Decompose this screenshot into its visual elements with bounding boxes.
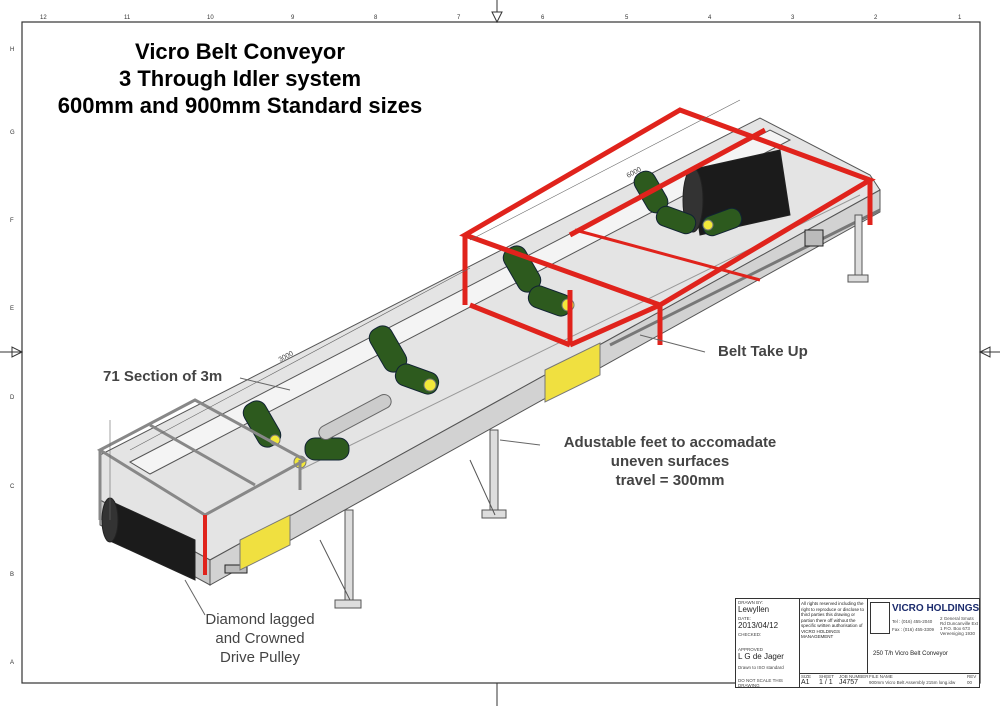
size: A1 — [801, 679, 810, 686]
col-label: 7 — [457, 15, 461, 21]
drawn-by: Lewyllen — [738, 605, 770, 614]
job-number: J4757 — [839, 679, 859, 686]
row-label: D — [10, 395, 15, 401]
col-label: 6 — [541, 15, 545, 21]
title-line-1: Vicro Belt Conveyor — [135, 39, 345, 64]
standard-note: Drawn to ISO standard — [738, 665, 784, 670]
pulley-annotation: Diamond lagged and Crowned Drive Pulley — [200, 610, 320, 667]
col-label: 2 — [874, 15, 878, 21]
feet-line-1: Adustable feet to accomadate — [563, 434, 777, 451]
rights-notice: All rights reserved including the right … — [801, 601, 865, 639]
approved-label: APPROVED — [738, 647, 764, 652]
rev-label: REV — [967, 674, 977, 679]
revision: 00 — [967, 680, 973, 685]
guard-plates — [239, 342, 601, 571]
pulley-line-3: Drive Pulley — [219, 649, 301, 666]
file-name: 900mm Vicro Belt Assembly 215m long.idw — [869, 680, 956, 685]
title-line-2: 3 Through Idler system — [118, 66, 362, 91]
feet-line-3: travel = 300mm — [615, 472, 725, 489]
checked-label: CHECKED: — [738, 632, 762, 637]
row-label: H — [10, 47, 15, 53]
approval-column: DRAWN BY: Lewyllen DATE: 2013/04/12 CHEC… — [736, 599, 800, 688]
drawing-name: 250 T/h Vicro Belt Conveyor — [873, 651, 948, 657]
job-label: JOB NUMBER — [839, 674, 869, 679]
title-line-3: 600mm and 900mm Standard sizes — [57, 93, 423, 118]
drawn-by-label: DRAWN BY: — [738, 600, 764, 605]
col-label: 12 — [40, 15, 47, 21]
grey-guard-cage — [96, 398, 309, 575]
sheet: 1 / 1 — [819, 679, 833, 686]
take-up-annotation: Belt Take Up — [718, 343, 808, 360]
col-label: 4 — [708, 15, 712, 21]
no-scale-note: DO NOT SCALE THIS DRAWING — [738, 678, 783, 688]
telephone: Tel : (016) 455-2040 — [892, 619, 933, 624]
row-label: E — [10, 306, 15, 312]
support-legs — [319, 214, 869, 609]
pulley-line-1: Diamond lagged — [205, 611, 315, 628]
date: 2013/04/12 — [738, 621, 779, 630]
approved-by: L G de Jager — [738, 652, 784, 661]
sheet-label: SHEET — [819, 674, 835, 679]
col-label: 11 — [124, 15, 131, 21]
title-block: DRAWN BY: Lewyllen DATE: 2013/04/12 CHEC… — [735, 598, 980, 688]
row-label: G — [10, 130, 15, 136]
col-label: 8 — [374, 15, 378, 21]
dimension-lines — [109, 99, 741, 520]
pulley-line-2: and Crowned — [215, 630, 305, 647]
row-label: C — [10, 484, 15, 490]
size-label: SIZE — [801, 674, 812, 679]
date-label: DATE: — [738, 616, 751, 621]
company-name: VICRO HOLDINGS — [892, 603, 980, 614]
row-label: F — [10, 218, 14, 224]
row-label: A — [10, 660, 15, 666]
fax: Fax : (016) 455-3309 — [892, 627, 935, 632]
file-label: FILE NAME — [869, 674, 893, 679]
col-label: 9 — [291, 15, 295, 21]
red-safety-cage — [459, 107, 876, 348]
company-block: VICRO HOLDINGS Tel : (016) 455-2040 Fax … — [867, 599, 980, 673]
drawing-title: Vicro Belt Conveyor 3 Through Idler syst… — [30, 38, 450, 119]
address: 2 General Smuts Rd Duncanville Ext 1 P.O… — [940, 616, 979, 636]
col-label: 10 — [207, 15, 214, 21]
col-label: 5 — [625, 15, 629, 21]
feet-annotation: Adustable feet to accomadate uneven surf… — [545, 433, 795, 490]
col-label: 3 — [791, 15, 795, 21]
silo-logo — [870, 602, 890, 634]
row-label: B — [10, 572, 15, 578]
leader-lines — [184, 334, 706, 616]
col-label: 1 — [958, 15, 962, 21]
section-annotation: 71 Section of 3m — [103, 368, 223, 385]
info-row: SIZE A1 SHEET 1 / 1 JOB NUMBER J4757 FIL… — [799, 673, 979, 688]
feet-line-2: uneven surfaces — [610, 453, 730, 470]
